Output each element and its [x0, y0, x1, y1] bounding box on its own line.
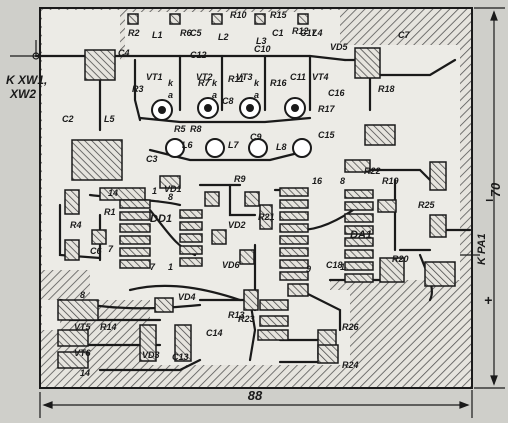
- component-label: R16: [270, 78, 288, 88]
- transistors: [151, 97, 312, 158]
- component-label: R11: [228, 74, 244, 84]
- component-label: C2: [62, 114, 74, 124]
- component-label: R21: [258, 212, 275, 222]
- component-label: L4: [312, 28, 323, 38]
- component-label: R22: [364, 166, 381, 176]
- component-label: R2: [128, 28, 140, 38]
- pin-number-label: 8: [168, 192, 173, 202]
- pin-number-label: k: [168, 78, 174, 88]
- component-label: VD1: [164, 184, 182, 194]
- component-label: VD2: [228, 220, 246, 230]
- pin-number-label: 7: [150, 262, 156, 272]
- component-label: R17: [318, 104, 336, 114]
- component-label: VT6: [74, 348, 92, 358]
- component-label: C10: [254, 44, 271, 54]
- component-label: R7: [198, 78, 210, 88]
- component-label: VD6: [222, 260, 241, 270]
- pin-number-label: a: [212, 90, 217, 100]
- component-label: L8: [276, 142, 287, 152]
- pin-number-label: 1: [168, 262, 173, 272]
- output-connector-label: K PA1: [476, 233, 488, 265]
- component-label: VD3: [142, 350, 160, 360]
- component-label: L6: [182, 140, 193, 150]
- component-label: C14: [206, 328, 223, 338]
- pin-number-label: 8: [340, 176, 345, 186]
- component-label: C1: [272, 28, 284, 38]
- component-label: C17: [300, 28, 318, 38]
- component-label: R9: [234, 174, 246, 184]
- component-label: R12: [292, 26, 309, 36]
- component-label: VT2: [196, 72, 213, 82]
- component-label: C16: [328, 88, 346, 98]
- component-label: VD5: [330, 42, 349, 52]
- component-label: VT5: [74, 322, 92, 332]
- component-label: C7: [398, 30, 410, 40]
- component-label: C5: [190, 28, 202, 38]
- pads: [57, 13, 456, 369]
- dimension-width-label: 88: [248, 388, 263, 403]
- dimension-height-label: 70: [488, 182, 503, 197]
- component-label: C8: [222, 96, 234, 106]
- component-label: C4: [118, 48, 130, 58]
- component-label: VT3: [236, 72, 253, 82]
- component-label: C12: [190, 50, 207, 60]
- pin-number-label: 7: [108, 244, 114, 254]
- pin-number-label: 14: [80, 368, 90, 378]
- component-label: R8: [190, 124, 202, 134]
- component-label: R24: [342, 360, 359, 370]
- component-label: R25: [418, 200, 436, 210]
- input-connector-label: K XW1, XW2: [6, 73, 51, 101]
- pin-number-label: a: [254, 90, 259, 100]
- component-label: R18: [378, 84, 395, 94]
- component-label: R3: [132, 84, 144, 94]
- component-label: L7: [228, 140, 239, 150]
- component-label: VT1: [146, 72, 163, 82]
- component-label: R26: [342, 322, 360, 332]
- pin-number-label: 16: [312, 176, 323, 186]
- component-label: C6: [90, 246, 102, 256]
- component-label: R20: [392, 254, 409, 264]
- component-label: L1: [152, 30, 163, 40]
- component-label: C15: [318, 130, 336, 140]
- component-label: VT4: [312, 72, 329, 82]
- component-label: DD1: [150, 213, 172, 225]
- pin-number-label: 1: [152, 186, 157, 196]
- pin-number-label: a: [168, 90, 173, 100]
- component-label: R13: [228, 310, 245, 320]
- component-label: L5: [104, 114, 115, 124]
- component-label: L3: [256, 36, 267, 46]
- dimension-lines: [10, 7, 505, 418]
- polarity-plus-label: +: [484, 292, 492, 308]
- component-label: L2: [218, 32, 229, 42]
- labels: K XW1, XW2 K PA1 88 70 − +: [6, 73, 503, 403]
- component-label: R5: [174, 124, 186, 134]
- pin-number-label: k: [254, 78, 260, 88]
- component-label: VD4: [178, 292, 196, 302]
- component-label: C3: [146, 154, 158, 164]
- component-label: R19: [382, 176, 399, 186]
- component-label: R4: [70, 220, 82, 230]
- component-label: R1: [104, 207, 116, 217]
- pin-number-label: 1: [340, 262, 345, 272]
- pin-number-label: 14: [108, 188, 118, 198]
- polarity-minus-label: −: [485, 192, 493, 208]
- component-label: C18: [326, 260, 343, 270]
- component-label: R10: [230, 10, 247, 20]
- component-label: C9: [250, 132, 262, 142]
- pin-number-label: 9: [306, 264, 311, 274]
- component-label: DA1: [350, 229, 372, 241]
- component-label: C13: [172, 352, 189, 362]
- component-label: R15: [270, 10, 288, 20]
- pin-number-label: k: [212, 78, 218, 88]
- component-label: R6: [180, 28, 192, 38]
- component-label: R14: [100, 322, 117, 332]
- pin-number-label: 8: [80, 290, 85, 300]
- component-label: C11: [290, 72, 306, 82]
- component-label: R23: [238, 314, 255, 324]
